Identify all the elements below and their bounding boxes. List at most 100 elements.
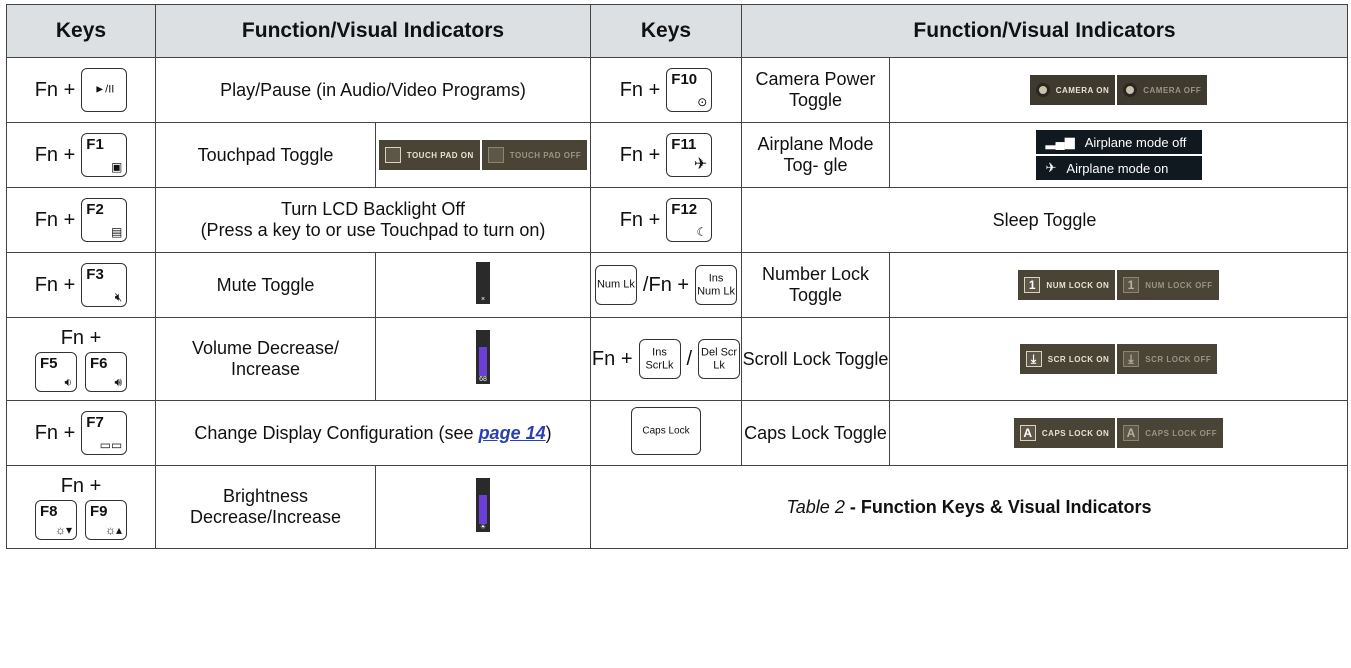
function-keys-table: Keys Function/Visual Indicators Keys Fun… bbox=[6, 4, 1348, 549]
lcd-backlight-function: Turn LCD Backlight Off (Press a key to o… bbox=[155, 187, 591, 253]
caps-lock-icon: A bbox=[1019, 425, 1036, 441]
display-icon: ▭▭ bbox=[99, 438, 123, 452]
sleep-function: Sleep Toggle bbox=[741, 187, 1348, 253]
signal-icon: ▂▄▆ bbox=[1045, 134, 1075, 149]
brightness-down-icon: ☼▾ bbox=[54, 522, 72, 537]
capslock-indicators: A CAPS LOCK ON A CAPS LOCK OFF bbox=[889, 400, 1348, 466]
brightness-up-icon: ☼▴ bbox=[104, 522, 122, 537]
fn-label: Fn + bbox=[619, 78, 661, 101]
fn-label: Fn + bbox=[34, 78, 76, 101]
volume-down-icon: 🔉︎ bbox=[64, 374, 72, 389]
numlock-function: Number Lock Toggle bbox=[741, 252, 890, 318]
numlock-indicators: 1 NUM LOCK ON 1 NUM LOCK OFF bbox=[889, 252, 1348, 318]
scrlock-function: Scroll Lock Toggle bbox=[741, 317, 890, 401]
touchpad-off-indicator: TOUCH PAD OFF bbox=[481, 140, 588, 170]
sun-icon: ☀ bbox=[479, 523, 487, 531]
ins-scrlk-key: Ins ScrLk bbox=[638, 339, 681, 379]
mute-icon: 🔇︎ bbox=[114, 290, 123, 304]
header-keys-right: Keys bbox=[590, 4, 742, 58]
volume-up-icon: 🔊︎ bbox=[114, 374, 122, 389]
fn-label: Fn + bbox=[34, 421, 76, 444]
f8-key: F8 ☼▾ bbox=[35, 499, 77, 540]
brightness-function: Brightness Decrease/Increase bbox=[155, 465, 376, 549]
numlock-icon: 1 bbox=[1123, 277, 1140, 293]
play-pause-key: ►/II bbox=[81, 68, 128, 112]
touchpad-icon bbox=[384, 147, 401, 163]
numlock-icon: 1 bbox=[1024, 277, 1041, 293]
camera-on-indicator: CAMERA ON bbox=[1029, 75, 1116, 105]
volume-indicator: 68 bbox=[375, 317, 591, 401]
volume-function: Volume Decrease/ Increase bbox=[155, 317, 376, 401]
camera-function: Camera Power Toggle bbox=[741, 57, 890, 123]
sleep-icon: ☾ bbox=[696, 225, 708, 239]
scrlock-on-indicator: ⤓ SCR LOCK ON bbox=[1019, 344, 1116, 374]
fn-label: Fn + bbox=[34, 208, 76, 231]
camera-icon bbox=[1123, 83, 1138, 97]
fn-label: Fn + bbox=[60, 326, 102, 349]
page-14-link[interactable]: page 14 bbox=[478, 422, 546, 443]
volume-level-bar: × bbox=[476, 261, 490, 304]
camera-icon: ⊙ bbox=[697, 95, 708, 109]
keys-f11: Fn + F11 ✈ bbox=[590, 122, 742, 188]
keys-f5-f6: Fn + F5 🔉︎ F6 🔊︎ bbox=[6, 317, 156, 401]
ins-num-lk-key: Ins Num Lk bbox=[695, 265, 738, 305]
numlock-off-indicator: 1 NUM LOCK OFF bbox=[1117, 270, 1219, 300]
keys-numlock: Num Lk /Fn + Ins Num Lk bbox=[590, 252, 742, 318]
capslock-function: Caps Lock Toggle bbox=[741, 400, 890, 466]
numlock-on-indicator: 1 NUM LOCK ON bbox=[1018, 270, 1116, 300]
fn-label: Fn + bbox=[60, 474, 102, 497]
keys-f2: Fn + F2 ▤ bbox=[6, 187, 156, 253]
fn-label: Fn + bbox=[619, 143, 661, 166]
keys-f7: Fn + F7 ▭▭ bbox=[6, 400, 156, 466]
table-caption: Table 2 - Function Keys & Visual Indicat… bbox=[590, 465, 1348, 549]
header-function-left: Function/Visual Indicators bbox=[155, 4, 591, 58]
f9-key: F9 ☼▴ bbox=[85, 499, 127, 540]
keys-f10: Fn + F10 ⊙ bbox=[590, 57, 742, 123]
keys-f3: Fn + F3 🔇︎ bbox=[6, 252, 156, 318]
f11-key: F11 ✈ bbox=[666, 133, 713, 177]
num-lk-key: Num Lk bbox=[594, 265, 637, 305]
scrlock-indicators: ⤓ SCR LOCK ON ⤓ SCR LOCK OFF bbox=[889, 317, 1348, 401]
keys-scrlock: Fn + Ins ScrLk / Del Scr Lk bbox=[590, 317, 742, 401]
f5-key: F5 🔉︎ bbox=[35, 351, 77, 392]
airplane-on-indicator: ✈ Airplane mode on bbox=[1035, 156, 1202, 180]
touchpad-function: Touchpad Toggle bbox=[155, 122, 376, 188]
camera-icon bbox=[1035, 83, 1050, 97]
airplane-function: Airplane Mode Tog- gle bbox=[741, 122, 890, 188]
fn-label: Fn + bbox=[619, 208, 661, 231]
caps-lock-icon: A bbox=[1123, 425, 1140, 441]
keys-play-pause: Fn + ►/II bbox=[6, 57, 156, 123]
f7-key: F7 ▭▭ bbox=[81, 411, 128, 455]
mute-indicator: × bbox=[375, 252, 591, 318]
scrlock-off-indicator: ⤓ SCR LOCK OFF bbox=[1117, 344, 1218, 374]
touchpad-icon bbox=[487, 147, 504, 163]
airplane-icon: ✈ bbox=[1045, 160, 1057, 175]
lcd-icon: ▤ bbox=[110, 225, 123, 239]
capslock-off-indicator: A CAPS LOCK OFF bbox=[1117, 418, 1224, 448]
f1-key: F1 ▣ bbox=[81, 133, 128, 177]
caps-lock-key: Caps Lock bbox=[631, 406, 701, 455]
f12-key: F12 ☾ bbox=[666, 198, 713, 242]
f10-key: F10 ⊙ bbox=[666, 68, 713, 112]
touchpad-icon: ▣ bbox=[110, 160, 123, 174]
airplane-icon: ✈ bbox=[693, 156, 708, 173]
f2-key: F2 ▤ bbox=[81, 198, 128, 242]
keys-capslock: Caps Lock bbox=[590, 400, 742, 466]
play-pause-icon: ►/II bbox=[94, 83, 115, 96]
camera-indicators: CAMERA ON CAMERA OFF bbox=[889, 57, 1348, 123]
header-function-right: Function/Visual Indicators bbox=[741, 4, 1348, 58]
f3-key: F3 🔇︎ bbox=[81, 263, 128, 307]
display-config-function: Change Display Configuration (see page 1… bbox=[155, 400, 591, 466]
keys-f8-f9: Fn + F8 ☼▾ F9 ☼▴ bbox=[6, 465, 156, 549]
airplane-indicators: ▂▄▆ Airplane mode off ✈ Airplane mode on bbox=[889, 122, 1348, 188]
header-keys-left: Keys bbox=[6, 4, 156, 58]
brightness-indicator: ☀ bbox=[375, 465, 591, 549]
del-scr-lk-key: Del Scr Lk bbox=[698, 339, 741, 379]
fn-label: Fn + bbox=[591, 347, 633, 370]
scroll-lock-icon: ⤓ bbox=[1123, 351, 1140, 367]
fn-label: Fn + bbox=[34, 143, 76, 166]
camera-off-indicator: CAMERA OFF bbox=[1117, 75, 1208, 105]
play-pause-function: Play/Pause (in Audio/Video Programs) bbox=[155, 57, 591, 123]
brightness-level-bar: ☀ bbox=[476, 477, 490, 532]
touchpad-on-indicator: TOUCH PAD ON bbox=[378, 140, 480, 170]
